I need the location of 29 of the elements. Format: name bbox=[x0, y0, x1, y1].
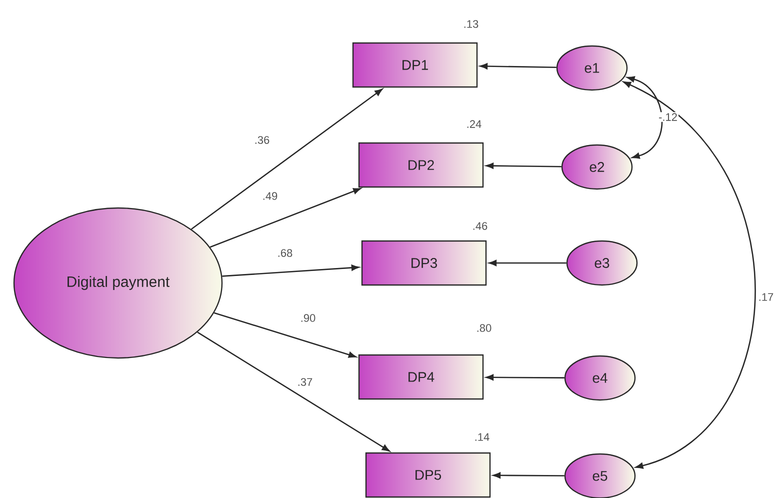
edge-label: .68 bbox=[276, 248, 294, 258]
edge-label: .36 bbox=[253, 135, 271, 145]
arrow bbox=[197, 332, 390, 452]
arrow bbox=[488, 260, 566, 266]
edge-label: .49 bbox=[261, 191, 279, 201]
observed-variable-box: DP5 bbox=[365, 452, 491, 498]
edge-label: -.12 bbox=[658, 112, 678, 122]
arrow bbox=[492, 472, 564, 478]
arrow bbox=[210, 188, 361, 248]
observed-variable-box: DP2 bbox=[358, 142, 484, 188]
double-headed-arrow bbox=[626, 76, 663, 159]
value-label: .14 bbox=[475, 433, 490, 441]
value-label: .13 bbox=[464, 20, 478, 28]
edge-label: .17 bbox=[757, 292, 775, 302]
value-label: .46 bbox=[473, 222, 488, 230]
value-label: .80 bbox=[477, 324, 492, 332]
arrow bbox=[214, 312, 356, 358]
value-label: .24 bbox=[467, 120, 482, 128]
arrow bbox=[191, 88, 383, 230]
double-headed-arrow bbox=[623, 81, 756, 469]
edge-label: .90 bbox=[299, 313, 317, 323]
observed-variable-box: DP4 bbox=[358, 354, 484, 400]
arrow bbox=[486, 374, 564, 380]
observed-variable-box: DP1 bbox=[352, 42, 478, 88]
arrow bbox=[480, 63, 556, 70]
arrow bbox=[486, 162, 562, 169]
edge-label: .37 bbox=[296, 377, 314, 387]
observed-variable-box: DP3 bbox=[361, 240, 487, 286]
arrow bbox=[222, 264, 360, 277]
